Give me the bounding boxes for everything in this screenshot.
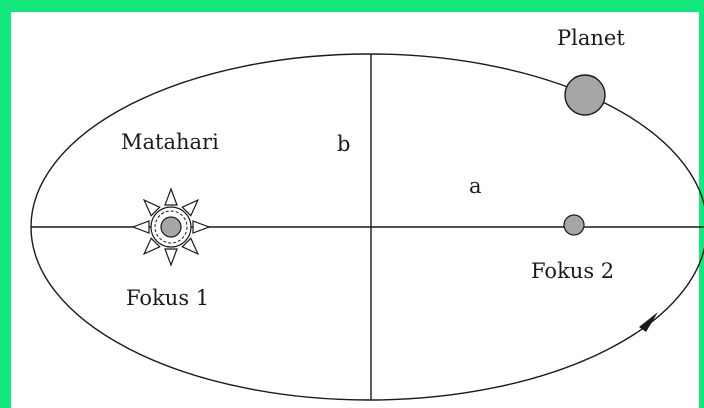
focus-2-point	[563, 214, 585, 236]
focus-2-label: Fokus 2	[531, 259, 614, 283]
arrow-icon	[639, 312, 658, 332]
focus-1-label: Fokus 1	[126, 286, 209, 310]
planet-label: Planet	[557, 26, 625, 50]
semi-minor-axis-label: b	[337, 132, 350, 156]
semi-major-axis-label: a	[469, 174, 482, 198]
planet-body	[564, 74, 606, 116]
sun-label: Matahari	[121, 130, 219, 154]
focus-1-point	[160, 216, 182, 238]
sun-icon	[131, 187, 211, 267]
